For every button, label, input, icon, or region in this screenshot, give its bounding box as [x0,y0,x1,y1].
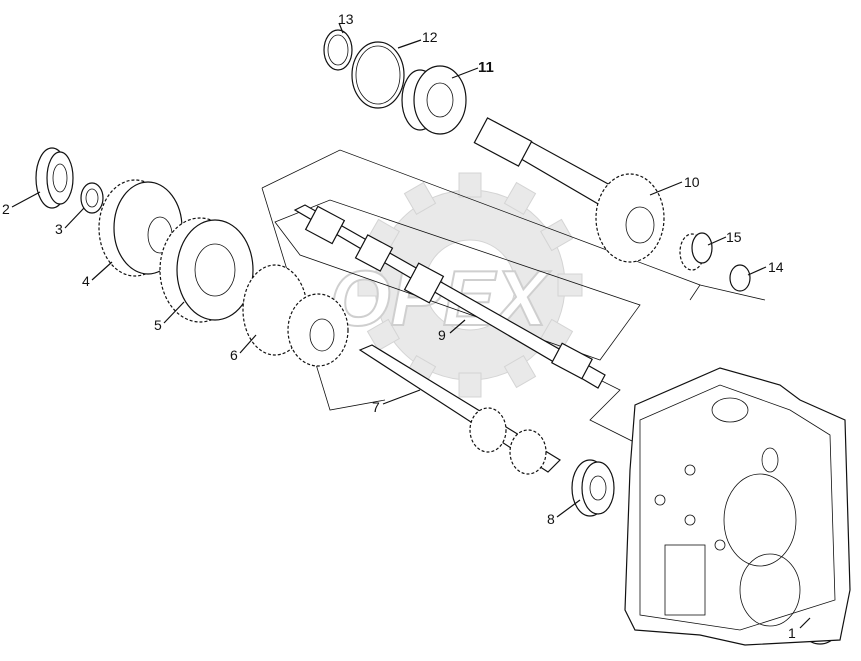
leader-lines [11,22,811,629]
bearing-8 [571,459,615,517]
callout-2: 2 [2,201,10,217]
watermark-gear-tooth [458,172,482,198]
watermark-gear-tooth [540,218,574,252]
shaft-7 [358,344,561,475]
callout-5: 5 [154,317,162,333]
callout-7: 7 [372,399,380,415]
callout-10: 10 [684,174,700,190]
watermark: OPEX [329,172,583,398]
watermark-gear-tooth [503,355,537,389]
callout-15: 15 [726,229,742,245]
gear-6 [242,264,349,367]
ring-12 [351,41,405,109]
callout-4: 4 [82,273,90,289]
callout-12: 12 [422,29,438,45]
watermark-gear-tooth [366,318,400,352]
callout-labels: 2 3 4 5 6 7 9 8 10 11 12 13 14 15 1 [2,11,796,641]
callout-6: 6 [230,347,238,363]
watermark-gear-tooth [403,181,437,215]
shaft-9-frame [274,199,641,361]
callout-3: 3 [55,221,63,237]
bearing-11 [401,65,467,135]
callout-8: 8 [547,511,555,527]
ring-14 [729,264,751,292]
watermark-gear-tooth [458,372,482,398]
bushing-15 [679,232,713,271]
callout-9: 9 [438,327,446,343]
watermark-gear-tooth [357,273,383,297]
shaft-10 [473,117,665,263]
shaft-9 [293,204,606,389]
gear-5 [159,217,254,323]
bearing-2 [35,147,74,209]
housing [624,367,851,646]
callout-1: 1 [788,625,796,641]
watermark-gear-tooth [503,181,537,215]
circlip-13 [323,29,353,71]
callout-14: 14 [768,259,784,275]
callout-13: 13 [338,11,354,27]
callout-11: 11 [478,59,494,76]
washer-3 [80,182,104,214]
watermark-gear-tooth [557,273,583,297]
